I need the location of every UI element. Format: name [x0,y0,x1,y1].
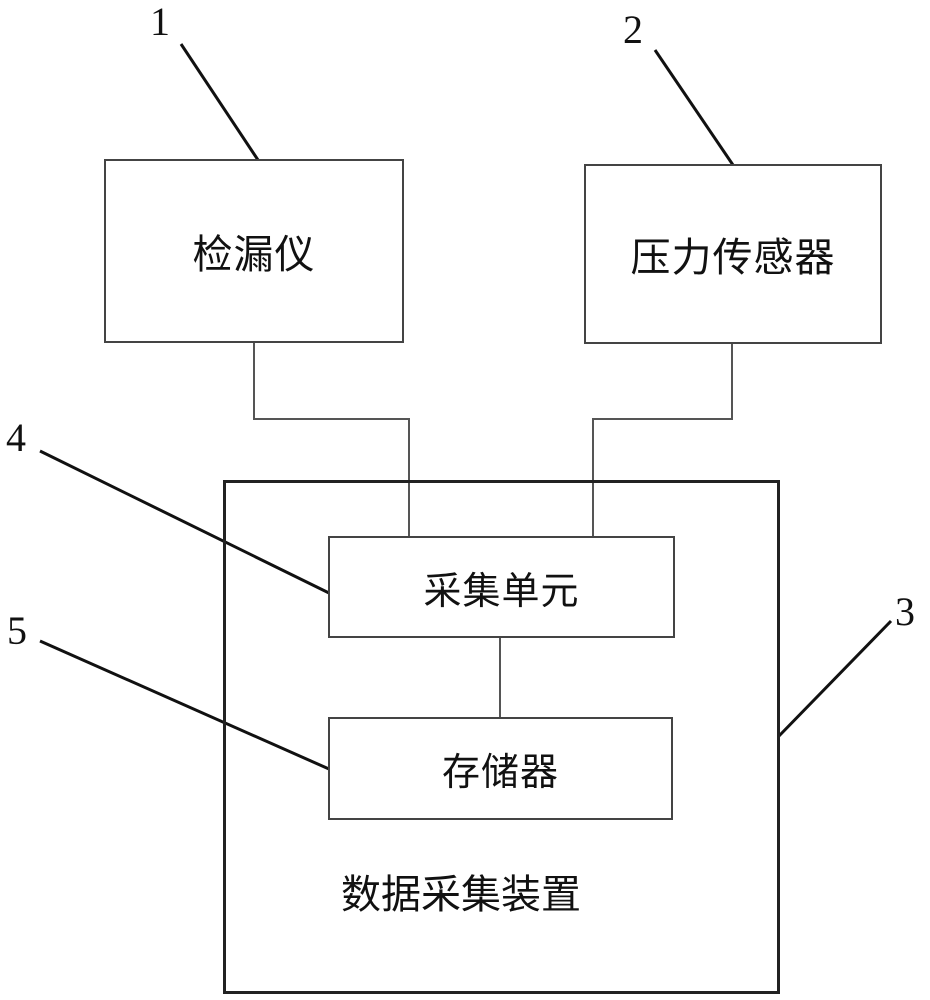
memory-block: 存储器 [328,717,673,820]
memory-label: 存储器 [441,750,559,794]
ref-number-4: 4 [6,415,26,460]
pressure-sensor-block: 压力传感器 [584,164,882,344]
data-acquisition-device-label: 数据采集装置 [341,872,581,918]
acquisition-unit-block: 采集单元 [328,536,675,638]
leader-line-4 [39,449,330,595]
pressure-sensor-label: 压力传感器 [630,235,836,281]
leader-line-5 [39,639,330,771]
ref-number-3: 3 [895,589,915,634]
leader-line-2 [653,49,735,166]
connector-leak-detector-to-acquisition-unit [253,342,410,537]
leader-line-1 [179,43,260,161]
leak-detector-label: 检漏仪 [192,232,316,278]
ref-number-1: 1 [150,0,170,44]
connector-pressure-sensor-to-acquisition-unit [592,343,733,537]
leader-line-3 [776,619,893,739]
leak-detector-block: 检漏仪 [104,159,404,343]
ref-number-2: 2 [623,7,643,52]
acquisition-unit-label: 采集单元 [423,568,580,613]
ref-number-5: 5 [7,608,27,653]
data-acquisition-device-block [223,480,780,994]
